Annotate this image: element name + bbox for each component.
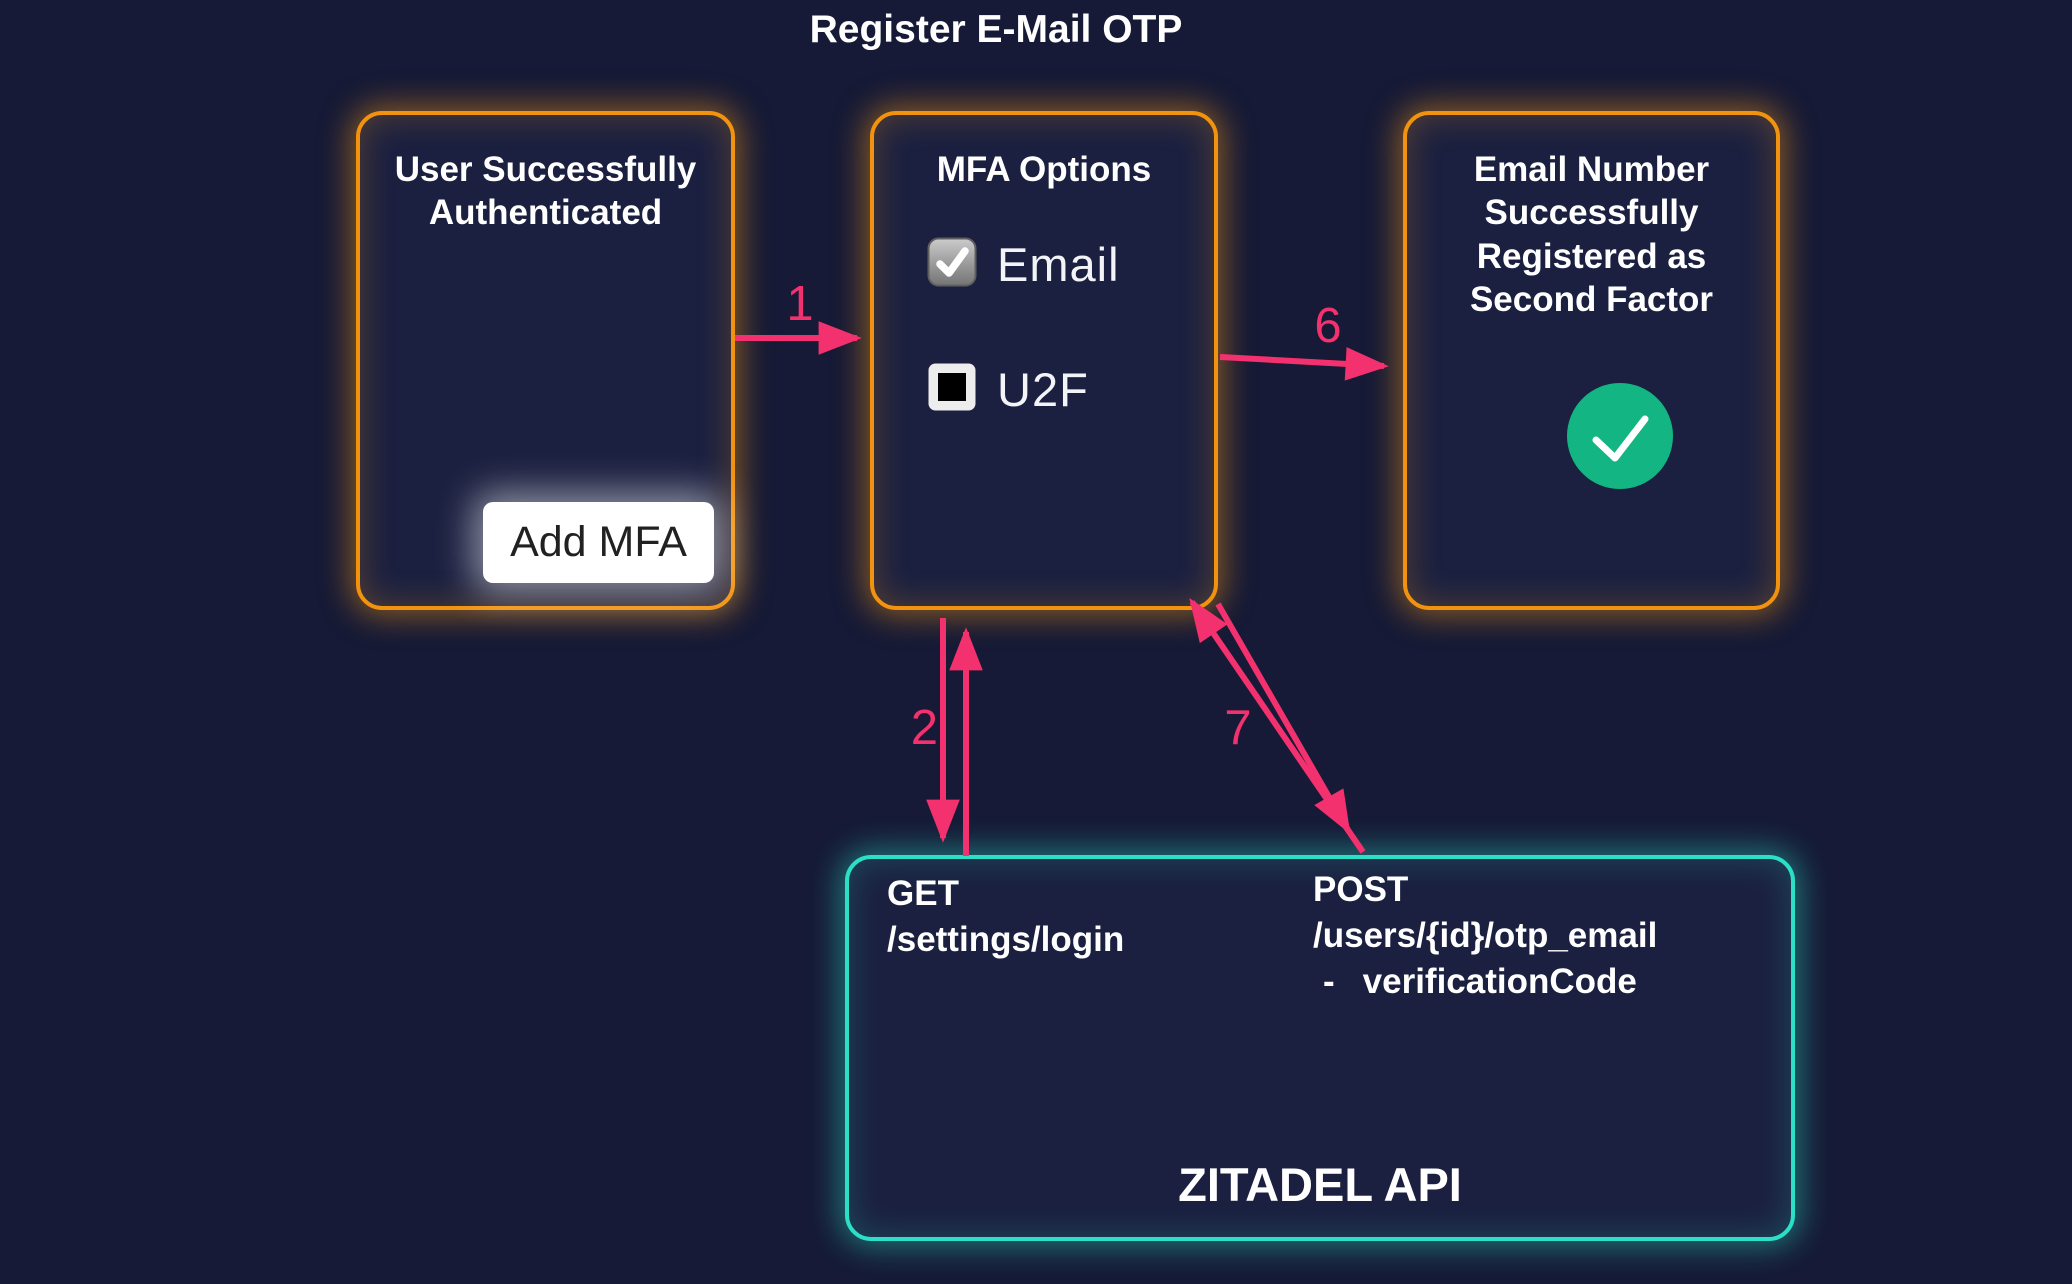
get-endpoint: GET /settings/login	[887, 871, 1124, 963]
post-param: verificationCode	[1362, 962, 1637, 1001]
add-mfa-button[interactable]: Add MFA	[483, 502, 714, 583]
post-param-row: - verificationCode	[1313, 959, 1657, 1005]
get-method: GET	[887, 874, 959, 913]
user-authenticated-box: User Successfully Authenticated Add MFA	[356, 111, 735, 610]
checked-checkbox-icon[interactable]	[927, 237, 977, 292]
mfa-option-email-label: Email	[997, 238, 1120, 291]
post-path: /users/{id}/otp_email	[1313, 916, 1658, 955]
post-method: POST	[1313, 870, 1409, 909]
mfa-options-title: MFA Options	[936, 150, 1152, 189]
mfa-options-box: MFA Options Email	[870, 111, 1218, 610]
registered-title: Email Number Successfully Registered as …	[1469, 150, 1714, 320]
unchecked-checkbox-icon[interactable]	[927, 362, 977, 417]
arrow-6-line	[1219, 347, 1389, 381]
arrow-1-label: 1	[786, 277, 814, 331]
arrow-2-label: 2	[910, 701, 938, 755]
mfa-option-u2f[interactable]: U2F	[927, 362, 1089, 417]
get-path: /settings/login	[887, 920, 1125, 959]
user-authenticated-title: User Successfully Authenticated	[394, 150, 697, 233]
zitadel-api-box: GET /settings/login POST /users/{id}/otp…	[845, 855, 1795, 1241]
zitadel-api-label: ZITADEL API	[1178, 1158, 1462, 1211]
post-endpoint: POST /users/{id}/otp_email - verificatio…	[1313, 867, 1657, 1005]
mfa-option-email[interactable]: Email	[927, 237, 1120, 292]
arrow-6-label: 6	[1314, 299, 1342, 353]
add-mfa-button-label: Add MFA	[510, 518, 687, 566]
mfa-option-u2f-label: U2F	[997, 363, 1089, 416]
param-bullet: -	[1323, 962, 1335, 1001]
page-title: Register E-Mail OTP	[809, 8, 1183, 51]
arrow-7-label: 7	[1224, 701, 1252, 755]
success-check-icon	[1567, 383, 1673, 489]
registered-box: Email Number Successfully Registered as …	[1403, 111, 1780, 610]
